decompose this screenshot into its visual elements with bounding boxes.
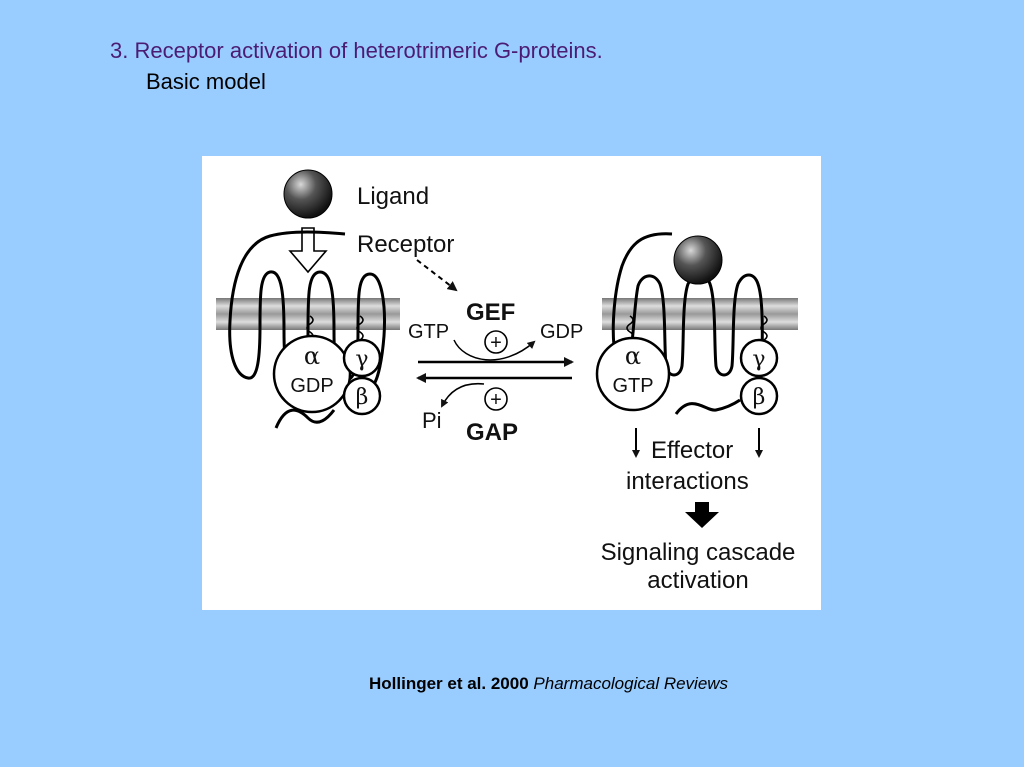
left-gdp-bound: GDP <box>290 375 333 397</box>
right-gamma: γ <box>752 347 765 372</box>
right-beta-gamma-subunit: γ β <box>739 338 779 416</box>
ligand-label: Ligand <box>357 183 429 210</box>
right-gamma-lipid-anchor <box>760 315 768 341</box>
gap-plus-icon: + <box>484 387 508 411</box>
activation-label: activation <box>647 567 748 594</box>
left-alpha: α <box>304 342 320 370</box>
receptor-dashed-arrow <box>416 259 458 292</box>
ligand-ball <box>283 169 333 219</box>
gtp-exchange-arrow <box>453 339 536 361</box>
signaling-cascade-label: Signaling cascade <box>601 539 796 566</box>
gef-label: GEF <box>466 299 515 326</box>
g-protein-cycle-diagram: Ligand Receptor α GDP γ β GEF GTP GDP + <box>216 169 798 594</box>
gtp-in-label: GTP <box>408 321 449 343</box>
right-alpha-gtp-subunit: α GTP <box>595 336 671 412</box>
right-alpha-lipid-anchor <box>626 315 634 341</box>
effector-label: Effector <box>651 437 733 464</box>
svg-text:+: + <box>490 332 502 354</box>
binding-arrow <box>288 227 328 274</box>
receptor-label: Receptor <box>357 231 454 258</box>
right-membrane <box>602 298 798 330</box>
bound-ligand-ball <box>673 235 723 285</box>
gef-plus-icon: + <box>484 330 508 354</box>
slide-title: 3. Receptor activation of heterotrimeric… <box>110 38 603 63</box>
pi-release-arrow <box>441 382 485 408</box>
right-alpha-tail <box>674 398 741 415</box>
left-alpha-tail <box>274 408 336 429</box>
pi-label: Pi <box>422 408 442 433</box>
right-alpha: α <box>625 342 641 370</box>
left-beta: β <box>356 385 369 410</box>
slide-subtitle: Basic model <box>146 69 266 94</box>
left-g-protein: α GDP γ β <box>272 334 382 416</box>
g-protein-cycle-figure: Ligand Receptor α GDP γ β GEF GTP GDP + <box>202 156 821 610</box>
svg-text:+: + <box>490 389 502 411</box>
gdp-out-label: GDP <box>540 321 583 343</box>
cascade-arrow <box>685 502 719 528</box>
left-gamma: γ <box>355 347 368 372</box>
citation-authors: Hollinger et al. 2000 <box>369 674 529 693</box>
gap-label: GAP <box>466 419 518 446</box>
interactions-label: interactions <box>626 468 749 495</box>
right-gtp-bound: GTP <box>612 375 653 397</box>
gamma-lipid-anchor <box>356 315 364 341</box>
citation: Hollinger et al. 2000 Pharmacological Re… <box>369 674 728 694</box>
citation-journal: Pharmacological Reviews <box>533 674 729 693</box>
right-beta: β <box>753 385 766 410</box>
